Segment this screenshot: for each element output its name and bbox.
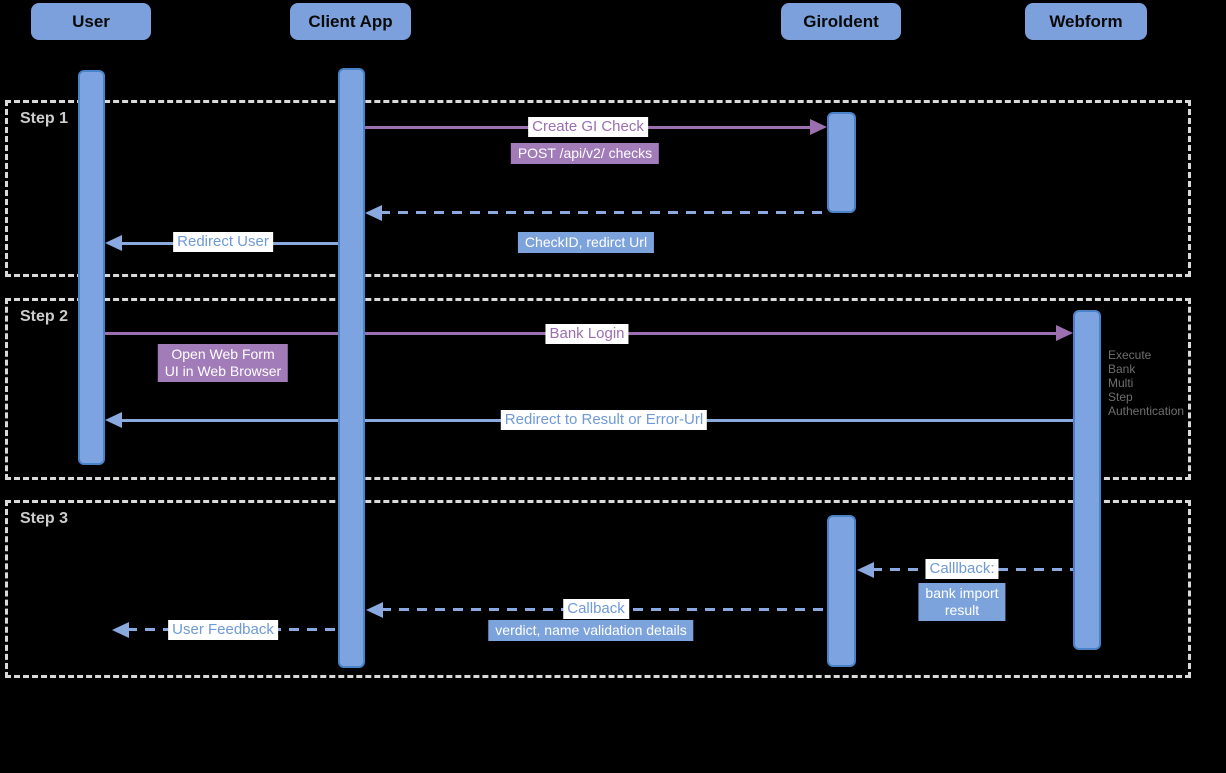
giro-callback-arrowhead-icon [366, 602, 383, 618]
redirect-user-label: Redirect User [173, 232, 273, 252]
webform-auth-note: Execute Bank Multi Step Authentication [1108, 348, 1185, 418]
create-gi-check-arrowhead-icon [810, 119, 827, 135]
webform-callback-label: Calllback: [925, 559, 999, 579]
redirect-user-arrowhead-icon [105, 235, 122, 251]
webform-callback-arrowhead-icon [857, 562, 874, 578]
actor-webform: Webform [1025, 3, 1147, 40]
check-response-arrowhead-icon [365, 205, 382, 221]
step3-frame [5, 500, 1191, 678]
step2-label: Step 2 [20, 308, 69, 325]
bank-login-detail: Open Web Form UI in Web Browser [157, 344, 289, 382]
webform-callback-detail: bank import result [918, 583, 1006, 621]
bank-login-arrowhead-icon [1056, 325, 1073, 341]
step1-label: Step 1 [20, 110, 69, 127]
user-feedback-arrowhead-icon [112, 622, 129, 638]
redirect-result-arrowhead-icon [105, 412, 122, 428]
activation-bar-client-app [338, 68, 365, 668]
giro-callback-label: Callback [563, 599, 629, 619]
create-gi-check-label: Create GI Check [528, 117, 648, 137]
activation-bar-webform [1073, 310, 1101, 650]
step1-frame [5, 100, 1191, 277]
step2-frame [5, 298, 1191, 480]
activation-bar-user [78, 70, 105, 465]
check-response-detail: CheckID, redirct Url [517, 232, 655, 253]
actor-client-app: Client App [290, 3, 411, 40]
actor-user: User [31, 3, 151, 40]
actor-giroident: GiroIdent [781, 3, 901, 40]
redirect-result-label: Redirect to Result or Error-Url [500, 410, 708, 430]
bank-login-label: Bank Login [545, 324, 629, 344]
user-feedback-label: User Feedback [168, 620, 278, 640]
check-response-arrow [380, 211, 827, 214]
activation-bar-giroident-step1 [827, 112, 856, 213]
step3-label: Step 3 [20, 510, 69, 527]
activation-bar-giroident-step3 [827, 515, 856, 667]
giro-callback-detail: verdict, name validation details [488, 620, 694, 641]
create-gi-check-detail: POST /api/v2/ checks [510, 143, 660, 164]
